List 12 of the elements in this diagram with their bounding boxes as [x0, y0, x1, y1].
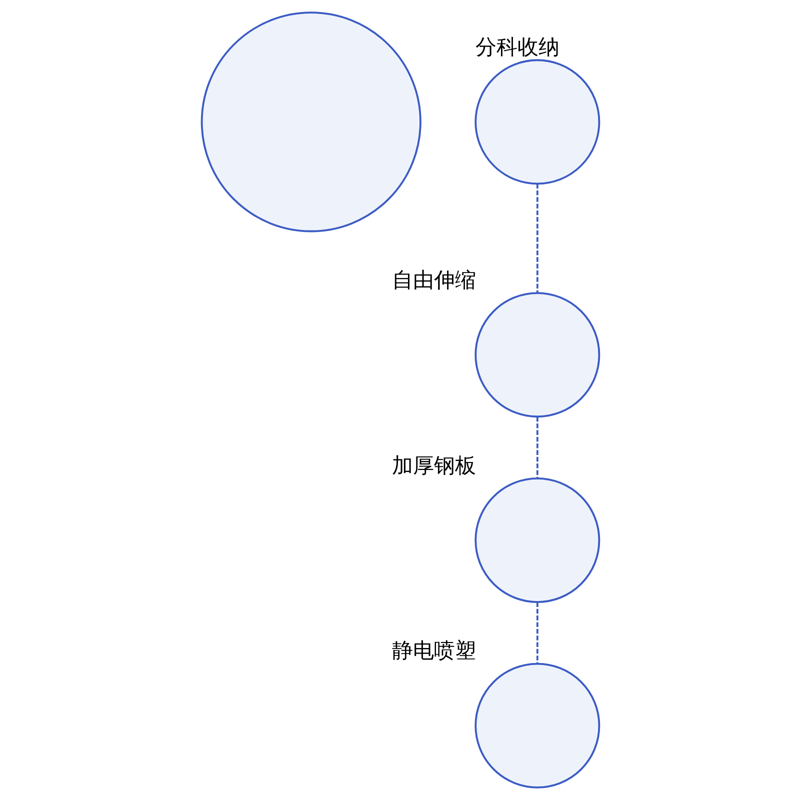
connector: [536, 602, 538, 664]
node-circle: [474, 477, 600, 603]
node-label: 静电喷塑: [391, 638, 476, 663]
connector: [536, 184, 538, 293]
connector: [536, 416, 538, 478]
node-label: 分科收纳: [474, 35, 559, 60]
node-circle: [474, 59, 600, 185]
node-circle: [200, 12, 421, 232]
node-label: 加厚钢板: [391, 453, 476, 478]
node-circle: [474, 292, 600, 418]
node-circle: [474, 662, 600, 788]
node-label: 自由伸缩: [391, 268, 476, 292]
